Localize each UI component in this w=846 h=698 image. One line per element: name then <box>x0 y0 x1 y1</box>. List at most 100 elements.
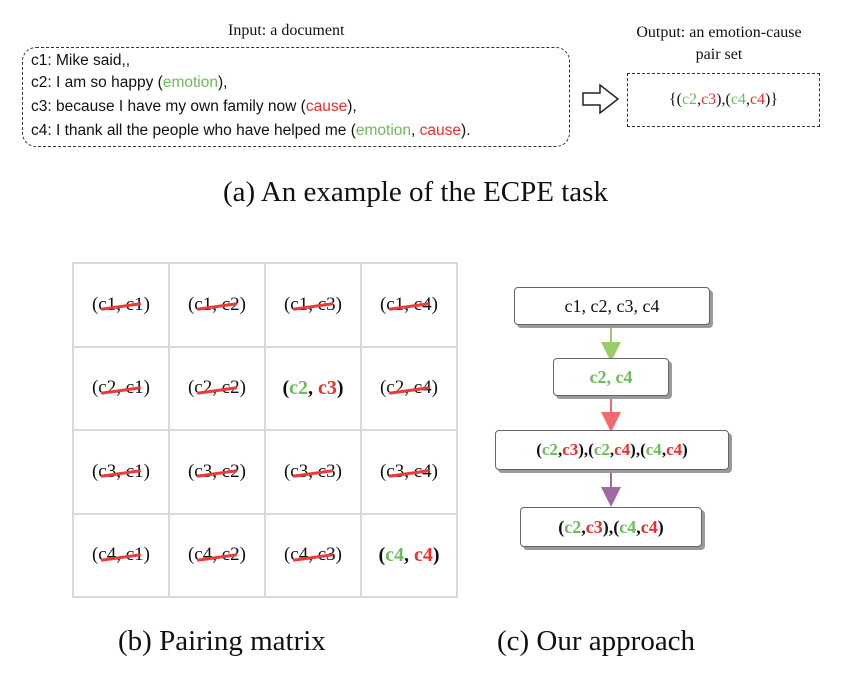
paren: ( <box>725 91 731 108</box>
paren: ( <box>676 91 682 108</box>
paren: ) <box>602 516 609 537</box>
matrix-cell: (c4, c1) <box>73 513 169 597</box>
paren: ( <box>282 376 290 399</box>
pair-cause: c3 <box>318 376 337 399</box>
matrix-cell: (c2, c3) <box>265 346 361 430</box>
paren: ( <box>157 74 163 91</box>
punct: , <box>125 52 131 69</box>
punct: . <box>466 122 471 139</box>
step3-pair-emotion: c2 <box>593 440 610 459</box>
struck-pair: (c1, c1) <box>91 293 151 315</box>
step3-pair-cause: c4 <box>666 440 683 459</box>
output-title-line1: Output: an emotion-cause <box>636 24 802 41</box>
step2-label: c2, c4 <box>589 366 633 387</box>
struck-pair: (c2, c1) <box>91 377 151 399</box>
struck-pair: (c3, c3) <box>283 460 343 482</box>
struck-pair: (c4, c2) <box>187 544 247 566</box>
step3-pair-emotion: c4 <box>645 440 662 459</box>
step3-pair-cause: c3 <box>562 440 579 459</box>
step4-pair-emotion: c2 <box>564 516 582 537</box>
separator: , <box>745 91 750 108</box>
matrix-cell: (c2, c1) <box>73 346 169 430</box>
clause-line: c1: Mike said,, <box>31 52 130 70</box>
separator: , <box>721 91 726 108</box>
separator: , <box>609 440 615 459</box>
step4-pair-cause: c3 <box>585 516 603 537</box>
caption-a: (a) An example of the ECPE task <box>223 176 608 208</box>
separator: , <box>583 440 589 459</box>
step4-pair-cause: c4 <box>640 516 658 537</box>
flow-arrows <box>601 326 621 507</box>
separator: , <box>404 543 414 566</box>
matrix-cell: (c4, c4) <box>361 513 457 597</box>
hollow-right-arrow-icon <box>582 83 620 115</box>
matrix-cell: (c1, c1) <box>73 263 169 347</box>
paren: ) <box>630 440 636 459</box>
struck-pair: (c4, c1) <box>91 544 151 566</box>
clause-text: c3: because I have my own family now <box>31 98 301 115</box>
output-pair-emotion: c4 <box>730 91 746 108</box>
separator: , <box>557 440 563 459</box>
separator: , <box>661 440 667 459</box>
paren: ( <box>613 516 620 537</box>
paren: ( <box>558 516 565 537</box>
matrix-cell: (c3, c3) <box>265 430 361 514</box>
clause-text: c1: Mike said, <box>31 52 126 69</box>
paren: ( <box>640 440 646 459</box>
output-title-line2: pair set <box>695 46 743 63</box>
step4-pair-emotion: c4 <box>619 516 637 537</box>
paren: ) <box>657 516 664 537</box>
pair-emotion: c4 <box>385 543 404 566</box>
step3-pair-cause: c4 <box>614 440 631 459</box>
paren: ) <box>716 91 722 108</box>
matrix-cell: (c4, c3) <box>265 513 361 597</box>
step2-node: c2, c4 <box>553 358 669 396</box>
clause-text: c4: I thank all the people who have help… <box>31 122 351 139</box>
struck-pair: (c2, c2) <box>187 377 247 399</box>
separator: , <box>411 122 420 139</box>
step4-node: (c2, c3), (c4, c4) <box>520 507 702 547</box>
paren: ( <box>588 440 594 459</box>
clause-line: c3: because I have my own family now (ca… <box>31 98 357 116</box>
matrix-cell: (c1, c2) <box>169 263 265 347</box>
paren: ) <box>578 440 584 459</box>
separator: , <box>608 516 614 537</box>
paren: ) <box>347 98 353 115</box>
struck-pair: (c1, c2) <box>187 293 247 315</box>
clause-line: c2: I am so happy (emotion), <box>31 74 227 92</box>
pairing-matrix: (c1, c1)(c1, c2)(c1, c3)(c1, c4)(c2, c1)… <box>72 262 458 598</box>
kept-pair: (c2, c3) <box>282 377 343 400</box>
paren: ) <box>682 440 688 459</box>
step3-node: (c2, c3), (c2, c4), (c4, c4) <box>495 430 729 470</box>
separator: , <box>308 376 318 399</box>
separator: , <box>581 516 586 537</box>
paren: ( <box>536 440 542 459</box>
struck-pair: (c4, c3) <box>283 544 343 566</box>
output-pair-emotion: c2 <box>681 91 698 108</box>
step3-pair-emotion: c2 <box>541 440 558 459</box>
struck-pair: (c1, c3) <box>283 293 343 315</box>
matrix-cell: (c2, c2) <box>169 346 265 430</box>
caption-c: (c) Our approach <box>497 625 696 657</box>
output-pair-cause: c4 <box>749 91 766 108</box>
brace: { <box>668 91 677 108</box>
paren: ) <box>461 122 467 139</box>
struck-pair: (c2, c4) <box>379 377 439 399</box>
output-title: Output: an emotion-cause pair set <box>610 22 828 66</box>
separator: , <box>635 440 641 459</box>
cause-tag: cause <box>419 122 462 139</box>
paren: ( <box>300 98 306 115</box>
paren: ) <box>432 543 440 566</box>
punct: , <box>223 74 228 91</box>
matrix-cell: (c3, c2) <box>169 430 265 514</box>
struck-pair: (c3, c4) <box>379 460 439 482</box>
input-document-box: c1: Mike said,,c2: I am so happy (emotio… <box>22 47 570 147</box>
step1-node: c1, c2, c3, c4 <box>514 287 710 325</box>
emotion-tag: emotion <box>162 74 218 91</box>
pair-emotion: c2 <box>289 376 308 399</box>
clause-text: c2: I am so happy <box>31 74 158 91</box>
step1-label: c1, c2, c3, c4 <box>564 295 660 316</box>
paren: ) <box>765 91 771 108</box>
emotion-tag: emotion <box>355 122 412 139</box>
cause-tag: cause <box>305 98 348 115</box>
